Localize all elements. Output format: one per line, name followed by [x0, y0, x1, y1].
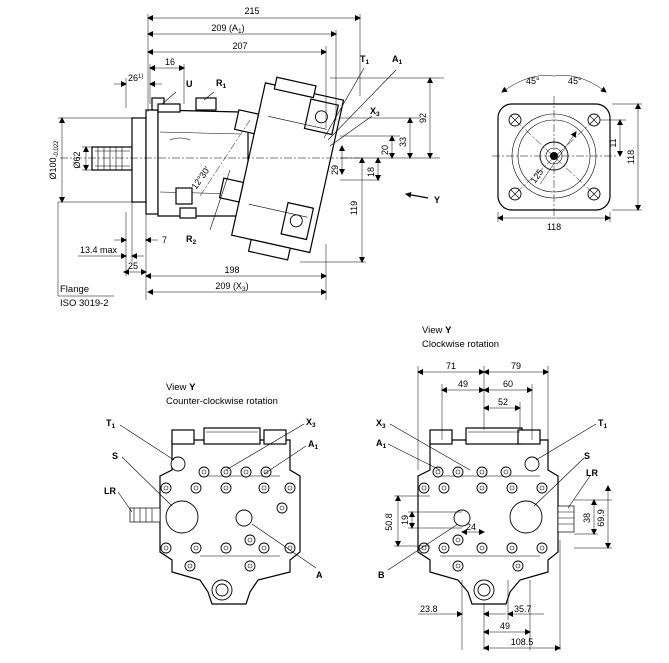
- ccw-label-lr: LR: [104, 486, 116, 496]
- dim-dia62: Ø62: [72, 151, 82, 168]
- side-port-leaders: [161, 67, 397, 231]
- dim-207: 207: [232, 41, 247, 51]
- cw-port-s: [509, 500, 543, 534]
- cw-port-b: [453, 509, 471, 527]
- dim-16: 16: [165, 57, 175, 67]
- cw-view-title: View Y: [422, 325, 452, 336]
- tilt-axis-centreline: [199, 119, 251, 197]
- dim-209-a1: 209 (A1): [211, 23, 244, 35]
- right-dimensions: [300, 77, 444, 263]
- dim-26: 261): [128, 73, 143, 83]
- flange-front-view: 45° 45° 125 118 118 11: [492, 75, 642, 232]
- cw-dim-52: 52: [498, 397, 508, 407]
- dim-33: 33: [398, 137, 408, 147]
- cw-top-dimensions: [417, 366, 549, 470]
- dim-209-x3: 209 (X3): [215, 281, 248, 293]
- dim-29: 29: [330, 165, 340, 175]
- dim-20: 20: [380, 145, 390, 155]
- flange-angle-left: 45°: [526, 76, 540, 86]
- dim-18: 18: [366, 167, 376, 177]
- cw-port-t1: [524, 456, 540, 472]
- view-y-cw: View Y Clockwise rotation: [376, 325, 612, 651]
- dim-119: 119: [349, 201, 359, 215]
- cw-dim-71: 71: [446, 361, 456, 371]
- ccw-view-subtitle: Counter-clockwise rotation: [166, 396, 278, 407]
- cw-view-subtitle: Clockwise rotation: [422, 339, 499, 350]
- dim-25: 25: [128, 261, 138, 271]
- cw-dim-35-7: 35.7: [514, 604, 532, 614]
- cw-dim-24: 24: [466, 522, 476, 532]
- flange-label: Flange: [60, 284, 89, 295]
- dim-118-height: 118: [626, 150, 636, 164]
- control-block: [218, 76, 345, 261]
- ccw-label-x3: X3: [306, 417, 316, 429]
- ccw-housing-outline: [129, 427, 301, 605]
- cw-dim-79: 79: [511, 361, 521, 371]
- view-direction-arrow: [405, 191, 429, 199]
- cw-leaders: [387, 423, 597, 571]
- cw-label-s: S: [584, 451, 590, 461]
- view-y-ccw: View Y Counter-clockwise rotation: [104, 382, 323, 605]
- cw-small-bolts: [418, 466, 548, 572]
- top-dimensions: [114, 14, 361, 128]
- flange-standard: ISO 3019-2: [60, 298, 109, 309]
- ccw-port-t1: [170, 456, 186, 472]
- mounting-flange: [131, 109, 159, 215]
- cw-dim-50-8: 50.8: [384, 513, 394, 531]
- port-x3-label: X3: [370, 106, 380, 118]
- view-y-label: Y: [434, 195, 440, 205]
- ccw-small-bolts: [160, 466, 296, 572]
- side-view: 215 209 (A1) 207 16 261) U R1 R2 T1 A1 X…: [48, 6, 444, 309]
- cw-dim-49-bottom: 49: [500, 621, 510, 631]
- port-a1-label: A1: [392, 54, 403, 66]
- dim-198: 198: [224, 265, 239, 275]
- cw-dim-69-9: 69.9: [596, 509, 606, 527]
- dim-dia100: Ø100-0.022: [48, 140, 60, 180]
- ccw-label-a1: A1: [308, 439, 319, 451]
- ccw-label-a: A: [316, 570, 323, 580]
- cw-label-a1: A1: [376, 438, 387, 450]
- ccw-port-s: [165, 500, 199, 534]
- cw-label-b: B: [378, 570, 385, 580]
- cw-bottom-dimensions: [418, 540, 561, 651]
- left-dimensions: [58, 117, 132, 203]
- bottom-dimensions: [57, 202, 327, 300]
- ccw-label-t1: T1: [106, 418, 116, 430]
- cw-label-lr: LR: [586, 468, 598, 478]
- port-r2-label: R2: [186, 234, 197, 246]
- dim-13-4-max: 13.4 max: [80, 245, 118, 255]
- ccw-leaders: [117, 423, 317, 569]
- dim-118-width: 118: [547, 222, 561, 232]
- dim-7: 7: [162, 235, 167, 245]
- cw-label-t1: T1: [598, 418, 608, 430]
- cw-housing-outline: [417, 427, 575, 605]
- dim-215: 215: [244, 6, 259, 16]
- port-t1-label: T1: [360, 54, 370, 66]
- drive-shaft: [91, 146, 133, 171]
- cw-dim-38: 38: [582, 513, 592, 523]
- cw-dim-19: 19: [400, 515, 410, 525]
- cw-dim-49: 49: [458, 379, 468, 389]
- cw-dim-23-8: 23.8: [420, 604, 438, 614]
- ccw-view-title: View Y: [166, 382, 196, 393]
- cw-dim-60: 60: [503, 379, 513, 389]
- dim-11: 11: [608, 138, 618, 147]
- flange-angle-right: 45°: [568, 76, 582, 86]
- ccw-label-s: S: [112, 451, 118, 461]
- ccw-port-a: [235, 509, 253, 527]
- dim-92: 92: [418, 113, 428, 123]
- port-r1-label: R1: [216, 78, 227, 90]
- cw-dim-108-5: 108.5: [511, 637, 534, 647]
- cw-label-x3: X3: [376, 418, 386, 430]
- port-u-label: U: [186, 79, 193, 89]
- cw-right-dimensions: [574, 485, 612, 549]
